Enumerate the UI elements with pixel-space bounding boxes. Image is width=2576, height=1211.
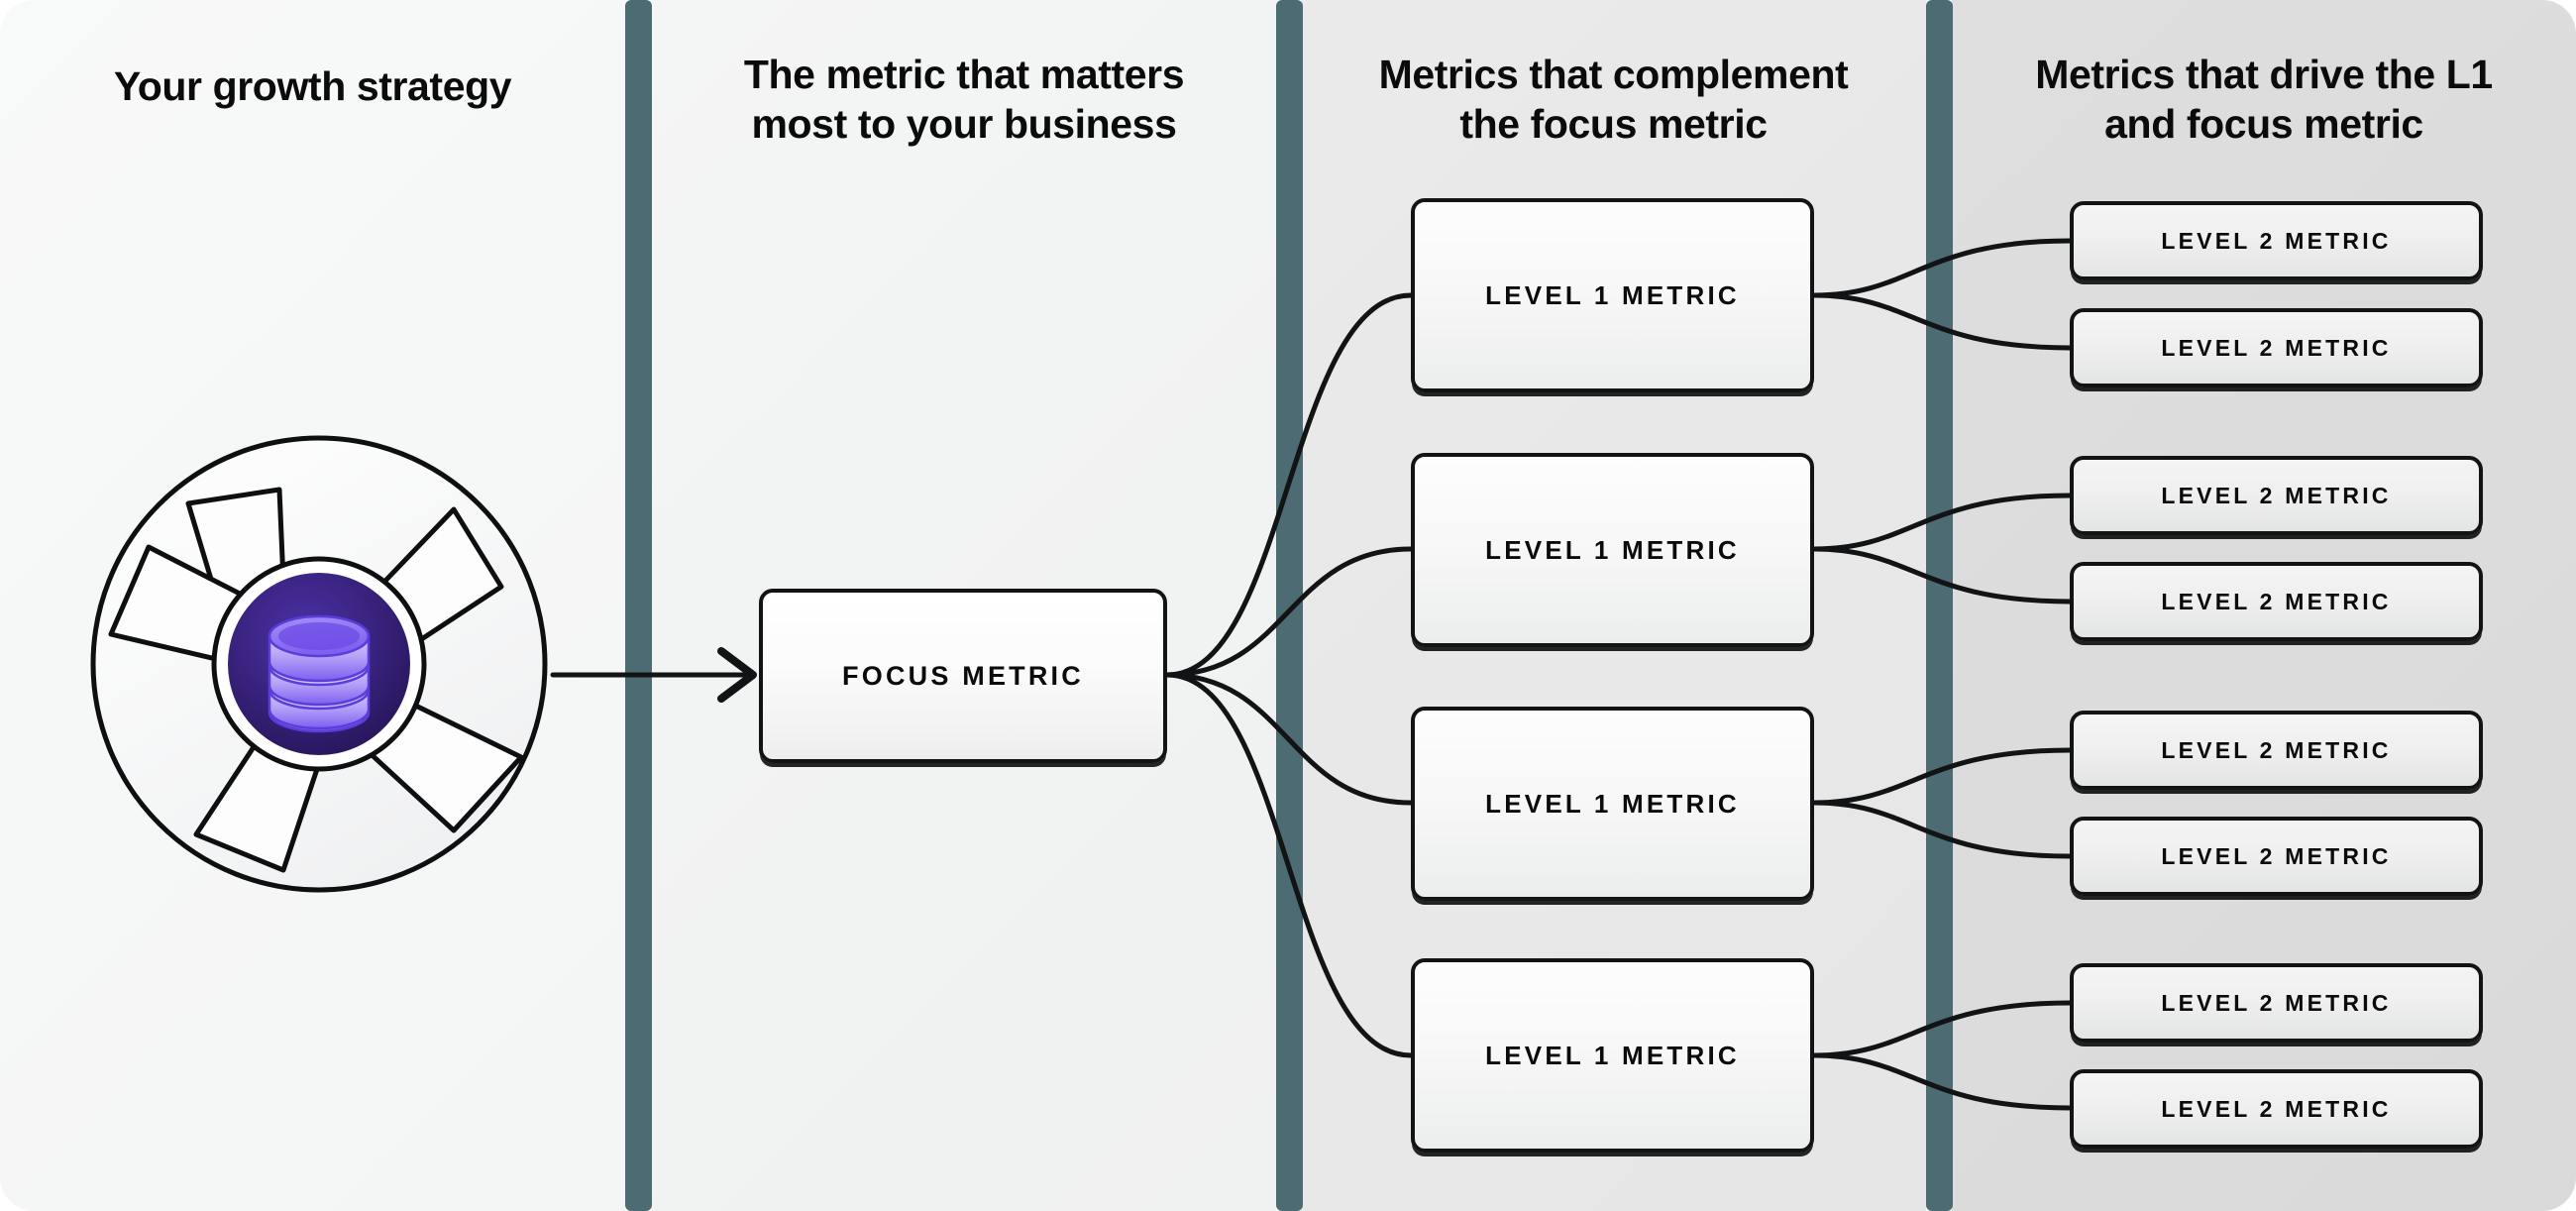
level-2-metric-label: LEVEL 2 METRIC	[2161, 482, 2392, 508]
level-2-metric-box-8[interactable]: LEVEL 2 METRIC	[2070, 1069, 2483, 1149]
column-divider-2	[1276, 0, 1303, 1211]
level-2-metric-label: LEVEL 2 METRIC	[2161, 842, 2392, 869]
level-1-metric-label: LEVEL 1 METRIC	[1485, 788, 1740, 819]
level-2-metric-label: LEVEL 2 METRIC	[2161, 989, 2392, 1016]
focus-metric-label: FOCUS METRIC	[842, 660, 1084, 691]
level-1-metric-box-4[interactable]: LEVEL 1 METRIC	[1411, 958, 1814, 1153]
level-2-metric-box-2[interactable]: LEVEL 2 METRIC	[2070, 308, 2483, 387]
level-2-metric-box-6[interactable]: LEVEL 2 METRIC	[2070, 817, 2483, 896]
column-divider-3	[1926, 0, 1953, 1211]
level-2-metric-box-4[interactable]: LEVEL 2 METRIC	[2070, 562, 2483, 641]
level-1-metric-label: LEVEL 1 METRIC	[1485, 279, 1740, 310]
column-title-growth-strategy: Your growth strategy	[113, 63, 512, 109]
focus-metric-box[interactable]: FOCUS METRIC	[759, 589, 1167, 763]
level-1-metric-box-1[interactable]: LEVEL 1 METRIC	[1411, 198, 1814, 392]
database-aperture-logo	[85, 430, 553, 898]
level-1-metric-label: LEVEL 1 METRIC	[1485, 1040, 1740, 1070]
level-2-metric-label: LEVEL 2 METRIC	[2161, 227, 2392, 254]
column-divider-1	[625, 0, 652, 1211]
level-2-metric-box-5[interactable]: LEVEL 2 METRIC	[2070, 711, 2483, 790]
level-2-metric-label: LEVEL 2 METRIC	[2161, 736, 2392, 763]
level-2-metric-label: LEVEL 2 METRIC	[2161, 588, 2392, 614]
level-2-metric-label: LEVEL 2 METRIC	[2161, 334, 2392, 361]
level-2-metric-box-3[interactable]: LEVEL 2 METRIC	[2070, 456, 2483, 535]
database-stack-icon	[268, 614, 371, 733]
level-2-metric-box-1[interactable]: LEVEL 2 METRIC	[2070, 201, 2483, 280]
level-2-metric-box-7[interactable]: LEVEL 2 METRIC	[2070, 963, 2483, 1043]
level-1-metric-box-2[interactable]: LEVEL 1 METRIC	[1411, 453, 1814, 647]
level-1-metric-label: LEVEL 1 METRIC	[1485, 534, 1740, 565]
level-2-metric-label: LEVEL 2 METRIC	[2161, 1095, 2392, 1122]
level-1-metric-box-3[interactable]: LEVEL 1 METRIC	[1411, 707, 1814, 901]
